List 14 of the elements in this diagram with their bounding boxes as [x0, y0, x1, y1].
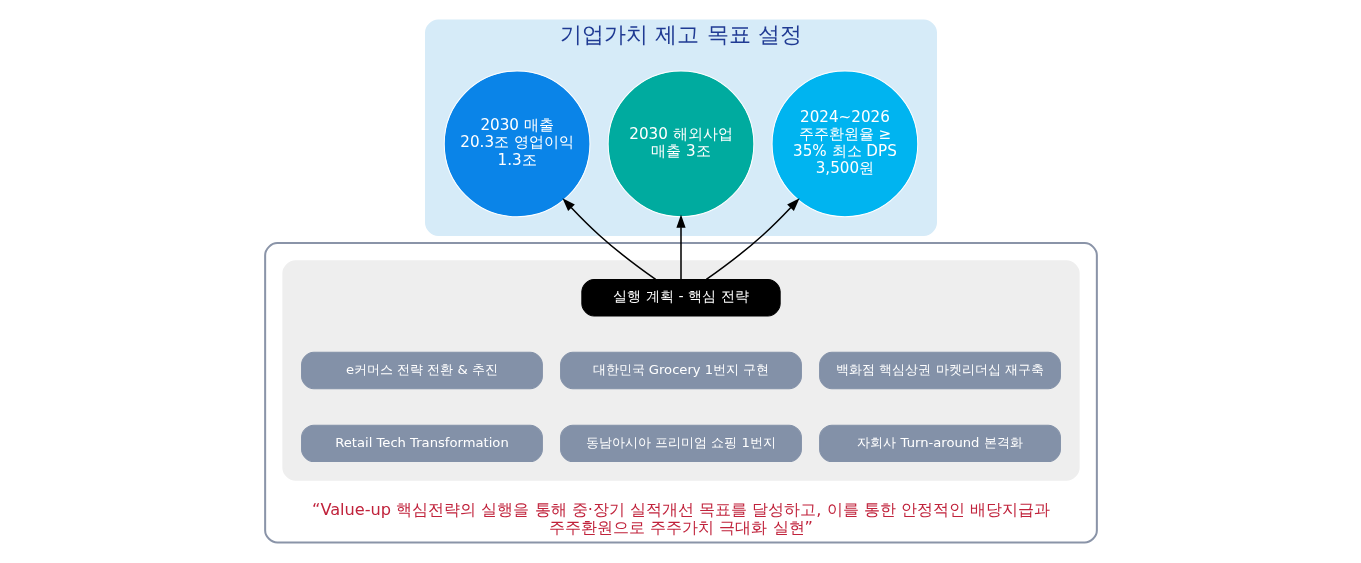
node-circle: 2030 해외사업 매출 3조 — [607, 70, 754, 218]
node-circle: 2024~2026 주주환원율 ≥ 35% 최소 DPS 3,500원 — [771, 70, 918, 218]
arrow — [675, 214, 686, 280]
cluster — [281, 260, 1080, 481]
arrow — [705, 198, 800, 281]
arrow — [561, 198, 656, 281]
node-box: e커머스 전략 전환 & 추진 — [300, 351, 543, 390]
node-box: 실행 계획 - 핵심 전략 — [580, 278, 781, 317]
node-circle: 2030 매출 20.3조 영업이익 1.3조 — [443, 70, 590, 218]
node-box: 백화점 핵심상권 마켓리더십 재구축 — [818, 351, 1061, 390]
node-box: 동남아시아 프리미엄 쇼핑 1번지 — [559, 424, 802, 463]
node-box: Retail Tech Transformation — [300, 424, 543, 463]
node-box: 자회사 Turn-around 본격화 — [818, 424, 1061, 463]
node-box: 대한민국 Grocery 1번지 구현 — [559, 351, 802, 390]
